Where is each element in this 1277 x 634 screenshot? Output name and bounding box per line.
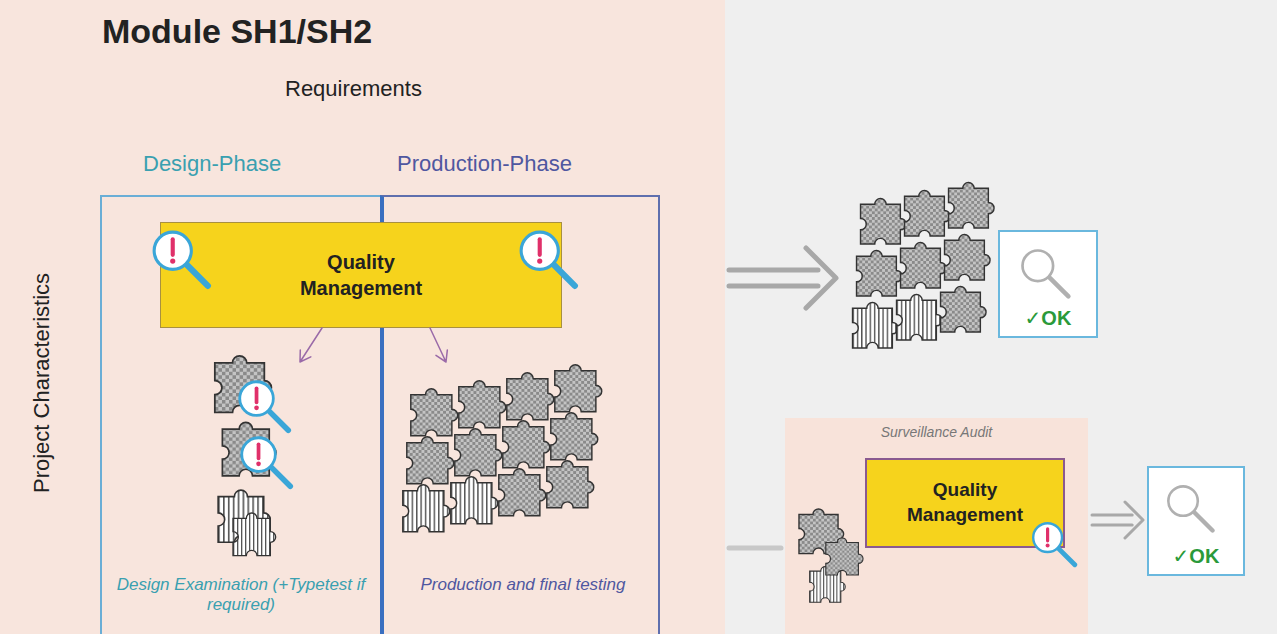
ok-label: ✓OK (1149, 544, 1243, 568)
caption-text: Production and final testing (392, 575, 654, 595)
caption-text: Design Examination (+Typetest if require… (110, 575, 372, 615)
note-text: Surveillance Audit (785, 424, 1088, 440)
axis-label: Project Characteristics (29, 233, 55, 533)
audit-panel: Surveillance AuditQuality Management (785, 418, 1088, 634)
axis-label: Requirements (285, 76, 422, 102)
quality-box: Quality Management (865, 458, 1065, 548)
diagram-title: Module SH1/SH2 (102, 12, 372, 51)
box-label: Quality Management (895, 478, 1035, 527)
flow-arrow (729, 248, 836, 308)
quality-box: Quality Management (160, 222, 562, 328)
flow-arrow (1092, 502, 1143, 538)
flow-arrow (300, 328, 322, 362)
flow-line (729, 546, 781, 551)
module-panel: RequirementsProject CharacteristicsDesig… (0, 0, 725, 634)
ok-box: ✓OK (1147, 466, 1245, 576)
phase-label: Design-Phase (143, 151, 281, 177)
box-label: Quality Management (291, 249, 431, 301)
ok-box: ✓OK (998, 230, 1098, 338)
flow-arrow (430, 328, 447, 362)
phase-label: Production-Phase (397, 151, 572, 177)
ok-label: ✓OK (1000, 306, 1096, 330)
